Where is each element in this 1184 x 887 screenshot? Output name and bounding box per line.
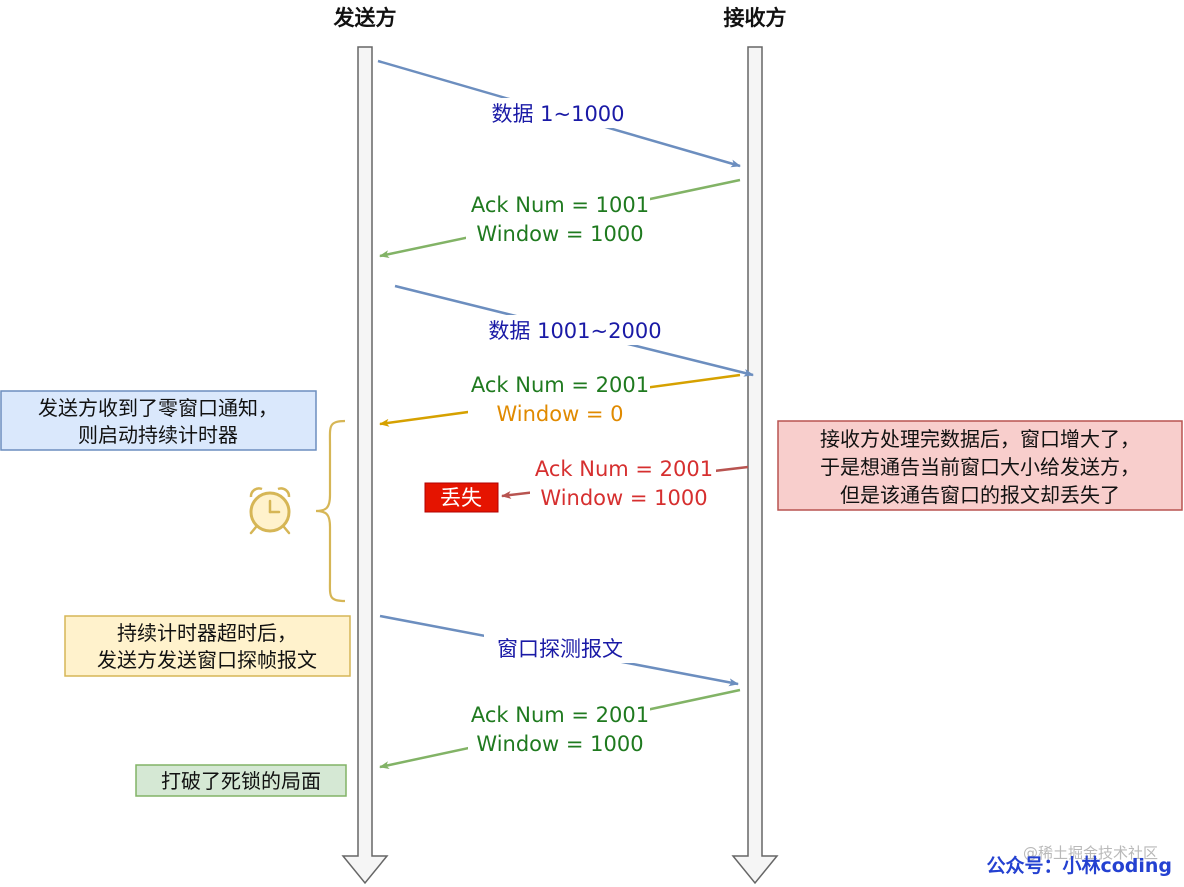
receiver-update-note-line-1: 接收方处理完数据后，窗口增大了，: [820, 427, 1140, 451]
zero-window-window: Window = 0: [496, 402, 623, 426]
ack-1-label-bg: [466, 190, 650, 248]
sender-header: 发送方: [333, 6, 397, 30]
ack-1-window: Window = 1000: [476, 222, 643, 246]
ack-1-acknum: Ack Num = 1001: [471, 193, 649, 217]
data-2-label-bg: [478, 315, 668, 345]
timeout-note: [64, 615, 351, 677]
receiver-update-note-line-3: 但是该通告窗口的报文却丢失了: [840, 483, 1120, 507]
sender-lifeline: [341, 46, 389, 885]
probe-ack-window: Window = 1000: [476, 732, 643, 756]
timer-duration-brace: [315, 419, 346, 603]
probe-ack-label-bg: [468, 700, 650, 758]
zero-window-note-line-2: 则启动持续计时器: [78, 423, 238, 447]
lost-badge-label: 丢失: [440, 486, 482, 510]
timeout-note-line-1: 持续计时器超时后，: [117, 621, 297, 645]
probe-label-bg: [484, 633, 636, 663]
zero-window-label-bg: [468, 370, 650, 428]
alarm-clock-icon: [249, 487, 291, 535]
lost-badge: [424, 482, 499, 513]
deadlock-note: [135, 764, 347, 797]
receiver-header: 接收方: [724, 6, 787, 30]
zero-window-acknum: Ack Num = 2001: [471, 373, 649, 397]
probe-label: 窗口探测报文: [497, 637, 623, 661]
data-1-label-bg: [480, 98, 630, 128]
zero-window-note: [0, 390, 317, 451]
data-2-label: 数据 1001~2000: [488, 319, 661, 343]
probe-ack-acknum: Ack Num = 2001: [471, 703, 649, 727]
receiver-lifeline: [731, 46, 779, 885]
lost-ack-window: Window = 1000: [540, 486, 707, 510]
lost-ack-label-bg: [530, 454, 716, 512]
receiver-update-note-line-2: 于是想通告当前窗口大小给发送方，: [820, 455, 1140, 479]
lost-ack-acknum: Ack Num = 2001: [535, 457, 713, 481]
data-1-label: 数据 1~1000: [491, 102, 624, 126]
watermark-account: 公众号：小林coding: [986, 854, 1172, 877]
receiver-update-note: [777, 420, 1183, 511]
zero-window-note-line-1: 发送方收到了零窗口通知，: [38, 396, 278, 420]
timeout-note-line-2: 发送方发送窗口探帧报文: [97, 648, 317, 672]
deadlock-note-line-1: 打破了死锁的局面: [161, 769, 321, 793]
watermark-site: @稀土掘金技术社区: [1023, 844, 1158, 862]
